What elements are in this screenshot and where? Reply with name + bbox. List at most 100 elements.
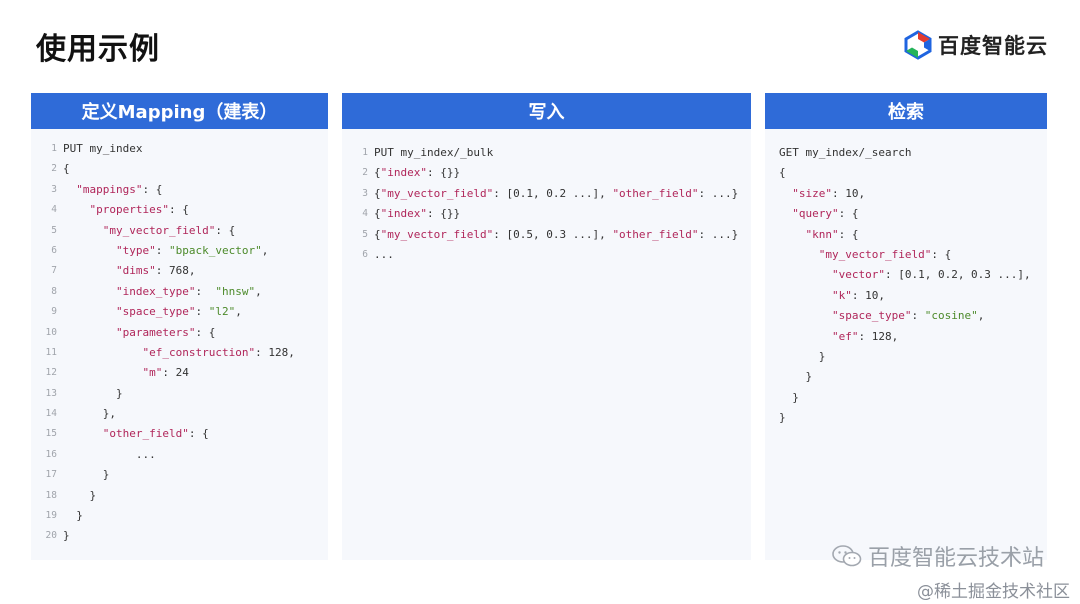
source-credit: @稀土掘金技术社区 <box>917 582 1070 602</box>
code-line: 1GET my_index/_search <box>765 143 1047 163</box>
code-line: 8 "index_type": "hnsw", <box>31 282 328 302</box>
code-text: "type": "bpack_vector", <box>115 243 269 257</box>
code-text: { <box>63 162 70 176</box>
code-line: 7 "dims": 768, <box>31 261 328 281</box>
code-line: 13 } <box>765 388 1047 408</box>
code-text: "my_vector_field": { <box>102 223 236 237</box>
line-number: 10 <box>45 326 57 338</box>
code-line: 6... <box>342 245 751 265</box>
code-text: } <box>63 529 70 543</box>
code-text: "ef": 128, <box>831 329 899 343</box>
panel-header: 写入 <box>342 93 751 129</box>
code-line: 9 "space_type": "cosine", <box>765 306 1047 326</box>
panel-header: 检索 <box>765 93 1047 129</box>
code-line: 15 "other_field": { <box>31 424 328 444</box>
line-number: 14 <box>45 408 57 420</box>
code-line: 3 "size": 10, <box>765 184 1047 204</box>
code-line: 11 } <box>765 347 1047 367</box>
code-text: } <box>63 509 83 523</box>
code-line: 10 "parameters": { <box>31 323 328 343</box>
code-text: {"index": {}} <box>374 166 461 180</box>
code-text: PUT my_index/_bulk <box>374 146 494 159</box>
line-number: 5 <box>362 228 368 240</box>
code-text: "parameters": { <box>115 325 216 339</box>
line-number: 12 <box>45 367 57 379</box>
code-text: } <box>63 386 123 400</box>
line-number: 20 <box>45 530 57 542</box>
code-line: 11 "ef_construction": 128, <box>31 343 328 363</box>
code-text: } <box>63 488 97 502</box>
search-panel: 检索 1GET my_index/_search2{3 "size": 10,4… <box>765 93 1047 560</box>
code-line: 9 "space_type": "l2", <box>31 302 328 322</box>
brand-logo: 百度智能云 <box>904 30 1048 60</box>
code-line: 14} <box>765 408 1047 428</box>
wechat-watermark: 百度智能云技术站 <box>832 540 1044 572</box>
code-block: 1GET my_index/_search2{3 "size": 10,4 "q… <box>765 129 1047 428</box>
page-title: 使用示例 <box>36 32 160 67</box>
line-number: 4 <box>362 208 368 220</box>
code-line: 13 } <box>31 384 328 404</box>
code-text: "space_type": "l2", <box>115 305 242 319</box>
code-text: "m": 24 <box>142 366 189 380</box>
code-text: GET my_index/_search <box>779 146 912 159</box>
code-text: "vector": [0.1, 0.2, 0.3 ...], <box>831 268 1031 282</box>
code-line: 20} <box>31 526 328 546</box>
line-number: 4 <box>51 204 57 216</box>
code-text: } <box>779 349 826 363</box>
code-line: 17 } <box>31 465 328 485</box>
line-number: 16 <box>45 448 57 460</box>
code-text: } <box>63 468 110 482</box>
code-line: 1 PUT my_index <box>31 139 328 159</box>
line-number: 11 <box>45 346 57 358</box>
bulk-write-panel: 写入 1 PUT my_index/_bulk 2 {"index": {}} 3 {"m… <box>342 93 751 560</box>
line-number: 1 <box>51 143 57 154</box>
line-number: 6 <box>362 248 368 260</box>
line-number: 18 <box>45 489 57 501</box>
line-number: 2 <box>362 167 368 179</box>
code-line: 5 "knn": { <box>765 225 1047 245</box>
code-text: } <box>779 370 813 384</box>
code-text: {"my_vector_field": [0.1, 0.2 ...], "oth… <box>374 186 739 200</box>
code-line: 6 "my_vector_field": { <box>765 245 1047 265</box>
line-number: 1 <box>362 147 368 158</box>
code-text: {"index": {}} <box>374 207 461 221</box>
code-block: 1 PUT my_index/_bulk 2 {"index": {}} 3 {"my_v… <box>342 129 751 265</box>
code-text: "properties": { <box>89 203 189 217</box>
line-number: 3 <box>362 187 368 199</box>
code-text: }, <box>63 407 116 421</box>
brand-name: 百度智能云 <box>938 34 1048 58</box>
code-text: "index_type": "hnsw", <box>115 284 262 298</box>
code-line: 18 } <box>31 486 328 506</box>
line-number: 15 <box>45 428 57 440</box>
code-text: "other_field": { <box>102 427 209 441</box>
code-line: 8 "k": 10, <box>765 286 1047 306</box>
code-text: "ef_construction": 128, <box>142 345 295 359</box>
code-line: 7 "vector": [0.1, 0.2, 0.3 ...], <box>765 265 1047 285</box>
code-text: "knn": { <box>805 227 859 241</box>
code-text: "k": 10, <box>831 288 885 302</box>
line-number: 19 <box>45 510 57 522</box>
code-line: 12 "m": 24 <box>31 363 328 383</box>
code-text: ... <box>63 447 156 461</box>
code-text: "space_type": "cosine", <box>831 309 985 323</box>
wechat-icon <box>832 545 862 567</box>
line-number: 3 <box>51 183 57 195</box>
code-line: 5{"my_vector_field": [0.5, 0.3 ...], "ot… <box>342 225 751 245</box>
code-line: 4 {"index": {}} <box>342 204 751 224</box>
line-number: 5 <box>51 224 57 236</box>
code-text: } <box>779 411 786 425</box>
code-line: 2{ <box>765 163 1047 183</box>
panel-header: 定义Mapping（建表） <box>31 93 328 129</box>
code-text: { <box>779 166 786 180</box>
code-text: "size": 10, <box>792 186 866 200</box>
code-text: ... <box>374 247 394 261</box>
line-number: 17 <box>45 469 57 481</box>
code-line: 16 ... <box>31 445 328 465</box>
code-line: 2{ <box>31 159 328 179</box>
code-line: 4 "query": { <box>765 204 1047 224</box>
code-text: PUT my_index <box>63 142 143 155</box>
code-text: "my_vector_field": { <box>818 247 952 261</box>
code-line: 4 "properties": { <box>31 200 328 220</box>
